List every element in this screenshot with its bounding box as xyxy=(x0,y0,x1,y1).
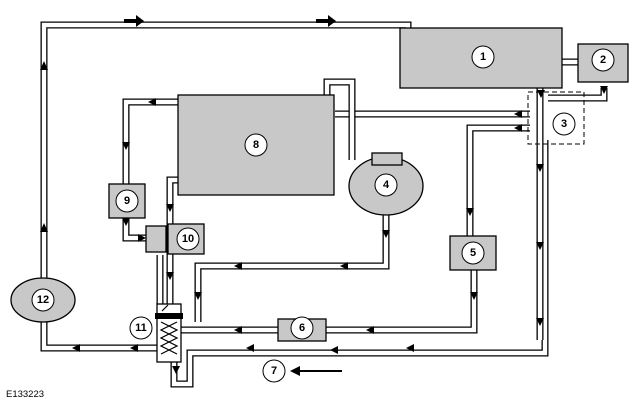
flow-arrow xyxy=(40,223,48,232)
reference-code: E133223 xyxy=(6,389,44,400)
component-8 xyxy=(177,94,335,196)
flow-arrow xyxy=(172,366,180,374)
flow-arrow xyxy=(122,218,130,226)
callout-2: 2 xyxy=(591,48,615,72)
callout-11-label: 11 xyxy=(135,322,147,334)
callout-2-label: 2 xyxy=(600,54,606,66)
callout-8-label: 8 xyxy=(253,139,259,151)
callout-7-label: 7 xyxy=(271,365,277,377)
callout-1: 1 xyxy=(471,45,495,69)
flow-arrow xyxy=(148,98,156,106)
callout-6: 6 xyxy=(290,316,314,340)
flow-arrow xyxy=(234,262,242,270)
component-11 xyxy=(155,303,183,363)
flow-arrow xyxy=(466,208,474,216)
flow-arrow xyxy=(194,292,202,300)
flow-arrow xyxy=(124,15,144,27)
callout-9-label: 9 xyxy=(124,195,130,207)
flow-arrows xyxy=(40,15,608,374)
flow-arrow xyxy=(340,262,348,270)
flow-arrow xyxy=(122,142,130,150)
flow-arrow xyxy=(382,230,390,238)
flow-arrow xyxy=(166,272,174,280)
callout-12-label: 12 xyxy=(37,294,49,306)
callout-9: 9 xyxy=(115,189,139,213)
flow-arrow xyxy=(514,110,522,118)
callout-4: 4 xyxy=(374,173,398,197)
callout-5: 5 xyxy=(461,241,485,265)
flow-arrow xyxy=(246,344,254,352)
flow-arrow xyxy=(470,292,478,300)
flow-arrow xyxy=(514,124,522,132)
callout-6-label: 6 xyxy=(299,322,305,334)
callout-7: 7 xyxy=(262,359,286,383)
flow-arrow xyxy=(234,326,242,334)
flow-arrow xyxy=(316,15,336,27)
callout-1-label: 1 xyxy=(480,51,486,63)
callout-3-label: 3 xyxy=(561,118,567,130)
legend-arrow-7 xyxy=(290,366,342,376)
callout-11: 11 xyxy=(129,316,153,340)
flow-arrow xyxy=(406,344,414,352)
flow-arrow xyxy=(138,234,146,242)
flow-arrow xyxy=(366,326,374,334)
callout-10-label: 10 xyxy=(182,233,194,245)
flow-arrow xyxy=(130,344,138,352)
flow-arrow xyxy=(166,204,174,212)
flow-arrow xyxy=(536,164,544,172)
callout-5-label: 5 xyxy=(470,247,476,259)
flow-arrow xyxy=(600,86,608,94)
flow-arrow xyxy=(536,318,544,326)
component-10-nozzle xyxy=(145,225,167,253)
callout-3: 3 xyxy=(552,112,576,136)
flow-arrow xyxy=(330,346,338,354)
flow-arrow xyxy=(72,344,80,352)
callout-10: 10 xyxy=(176,227,200,251)
flow-arrow xyxy=(40,61,48,70)
component-3 xyxy=(527,91,585,145)
component-4-cap xyxy=(371,152,403,166)
callout-12: 12 xyxy=(31,288,55,312)
flow-arrow xyxy=(536,242,544,250)
callout-4-label: 4 xyxy=(383,179,390,191)
callout-8: 8 xyxy=(244,133,268,157)
